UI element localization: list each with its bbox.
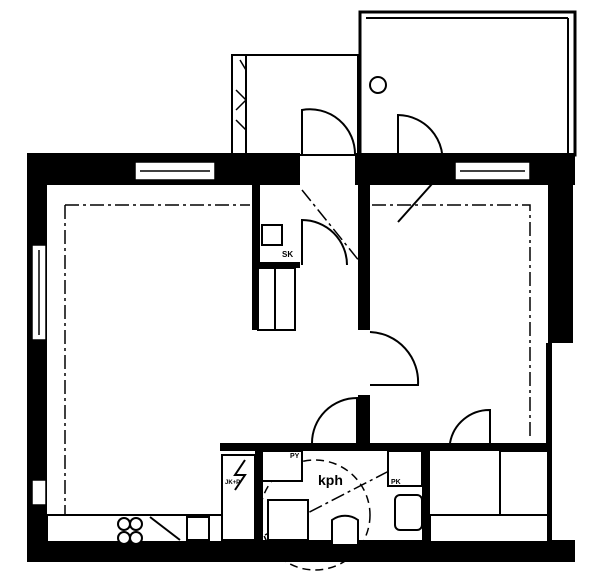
wall-closet-left [252,185,260,330]
balcony-right [358,10,577,157]
toilet [331,514,359,546]
wardrobe [257,267,296,331]
door-closet [301,218,348,266]
door-storage [449,408,491,444]
label-dryer: PY [290,453,300,460]
label-washbasin-cab: PK [391,479,401,486]
door-balcony-right [397,113,444,223]
dryer-cab [261,450,303,482]
windows [31,161,531,506]
label-hall-cab: JK+P [225,480,240,486]
wall-interior-lower [358,395,370,445]
shower-tray [267,499,309,541]
label-closet: SK [282,250,293,259]
window-left-small [31,479,47,506]
closet-shelf [261,224,283,246]
hall-cabinet [221,454,256,541]
door-bath [311,396,358,444]
storage-shelf [429,514,549,543]
doors [301,108,491,444]
drain-icon [369,76,387,94]
washbasin-cab [387,450,423,487]
wall-bath-left [255,443,263,543]
label-bath: kph [318,472,343,488]
wall-bath-top [220,443,550,451]
labels: SK kph PY PK APK JK+P [152,250,401,552]
wall-bath-right [422,443,430,543]
door-balcony-left [301,108,357,156]
storage-cabinet [499,450,549,516]
balconies [231,10,577,157]
fixtures [46,224,549,546]
wall-right-upper [548,153,573,343]
wall-interior-upper [358,185,370,330]
wall-bottom [27,540,575,562]
kitchen-counter [46,514,243,543]
door-bedroom [369,331,420,386]
balcony-left [231,54,359,156]
washbasin [394,494,423,531]
sink [186,516,210,541]
label-kitchen-cab: APK [152,545,167,552]
shower-area [259,459,371,571]
